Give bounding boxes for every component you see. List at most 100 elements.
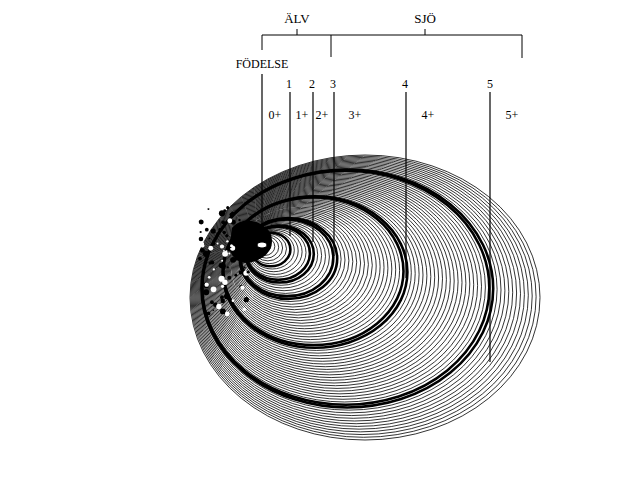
- scale-ring: [224, 199, 399, 343]
- annulus-line: [333, 92, 334, 256]
- scale-ring: [228, 204, 384, 332]
- scale-ring: [220, 193, 419, 356]
- scale-spot: [225, 312, 230, 317]
- scale-spot: [240, 223, 243, 226]
- scale-spot: [239, 270, 243, 274]
- scale-spot: [240, 285, 244, 289]
- scale-spot: [206, 203, 212, 209]
- scale-ring: [223, 196, 408, 347]
- birth-label: FÖDELSE: [236, 58, 289, 70]
- bracket-line: [262, 35, 522, 58]
- scale-spot: [207, 208, 209, 210]
- scale-spot: [246, 239, 250, 243]
- scale-spot: [211, 286, 217, 292]
- scale-ring: [190, 155, 540, 440]
- scale-spot: [225, 234, 228, 237]
- scale-spot: [228, 253, 230, 255]
- scale-spot: [220, 308, 226, 314]
- callout-number: 5: [487, 78, 493, 90]
- scale-ring: [213, 184, 446, 375]
- scale-spot: [222, 231, 226, 235]
- scale-spot: [244, 297, 249, 302]
- age-label: 4+: [422, 109, 435, 121]
- scale-spot: [219, 276, 225, 282]
- annulus-line: [405, 92, 406, 278]
- scale-spot: [208, 276, 211, 279]
- scale-ring: [203, 172, 485, 402]
- scale-ring: [219, 191, 423, 358]
- scale-spot: [204, 282, 210, 288]
- scale-spot: [213, 268, 215, 270]
- scale-ring: [229, 205, 380, 329]
- age-label: 5+: [506, 109, 519, 121]
- bracket: [262, 29, 522, 58]
- age-label: 2+: [316, 109, 329, 121]
- scale-spot: [198, 257, 202, 261]
- scale-ring: [197, 164, 513, 422]
- scale-spot: [199, 237, 204, 242]
- scale-spot: [200, 248, 205, 253]
- callout-number: 4: [402, 78, 408, 90]
- scale-spot: [220, 244, 224, 248]
- scale-spot: [247, 261, 249, 263]
- section-label: ÄLV: [284, 12, 310, 25]
- scale-spot: [201, 242, 204, 245]
- scale-spot: [226, 240, 228, 242]
- scale-ring: [227, 202, 388, 334]
- scale-focus-area: [198, 203, 272, 317]
- scale-spot: [224, 294, 230, 300]
- scale-spot: [244, 267, 246, 269]
- scale-ring: [225, 200, 395, 340]
- age-label: 0+: [269, 109, 282, 121]
- scale-spot: [230, 215, 232, 217]
- scale-ring: [202, 171, 489, 405]
- scale-ring: [230, 206, 376, 326]
- scale-ring: [199, 166, 505, 416]
- scale-spot: [204, 282, 208, 286]
- scale-ring: [192, 157, 532, 434]
- scale-spot: [229, 213, 233, 217]
- scale-spot: [243, 308, 246, 311]
- scale-ring: [194, 160, 525, 429]
- scale-spot: [203, 289, 209, 295]
- age-label: 1+: [296, 109, 309, 121]
- scale-ring: [193, 159, 528, 432]
- scale-spot: [211, 228, 216, 233]
- scale-spot: [217, 243, 219, 245]
- birth-line: [261, 74, 262, 238]
- scale-ring: [221, 194, 416, 353]
- scale-spot: [203, 301, 205, 303]
- scale-ring: [216, 188, 435, 367]
- scale-ring: [214, 185, 443, 372]
- scale-spot: [227, 276, 231, 280]
- scale-focus: [257, 242, 267, 248]
- scale-ring: [212, 183, 450, 378]
- scale-ring: [217, 189, 431, 364]
- scale-spot: [199, 219, 204, 224]
- scale-spot: [230, 257, 236, 263]
- scale-spot: [208, 246, 213, 251]
- callout-number: 3: [330, 78, 336, 90]
- callout-number: 2: [309, 78, 315, 90]
- scale-spot: [205, 228, 209, 232]
- annulus-line: [312, 92, 313, 242]
- scale-spot: [243, 270, 248, 275]
- scale-spot: [216, 304, 221, 309]
- scale-spot: [212, 242, 215, 245]
- annulus-markers: [262, 74, 490, 362]
- scale-rings: [190, 155, 540, 440]
- scale-spot: [221, 298, 225, 302]
- scale-spot: [221, 285, 224, 288]
- scale-spot: [210, 300, 214, 304]
- scale-spot: [239, 249, 241, 251]
- scale-spot: [221, 220, 225, 224]
- scale-ring: [206, 176, 473, 394]
- bracket-divider: [331, 35, 332, 57]
- section-label: SJÖ: [414, 12, 436, 25]
- scale-ring: [200, 167, 501, 413]
- scale-spot: [227, 218, 232, 223]
- annulus-line: [489, 92, 490, 362]
- scale-ring: [205, 174, 477, 396]
- scale-ring: [201, 170, 493, 408]
- scale-spot: [219, 210, 225, 216]
